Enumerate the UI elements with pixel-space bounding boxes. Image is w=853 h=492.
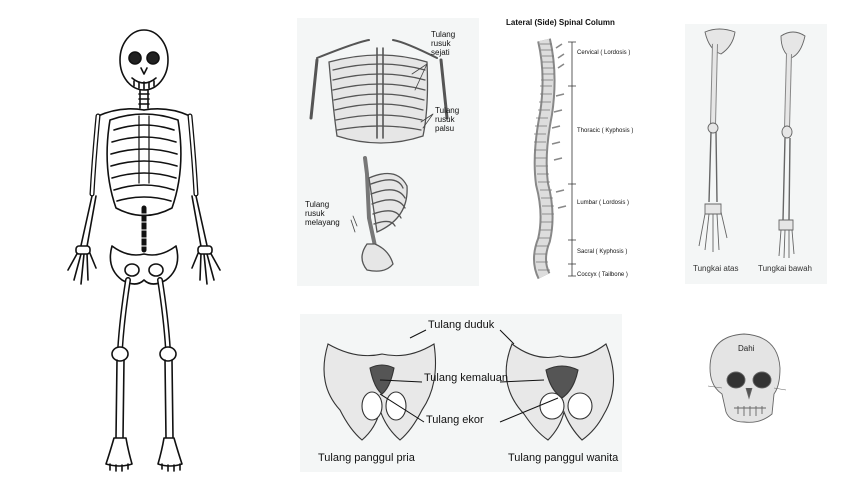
upper-limb-drawing (698, 28, 736, 252)
limbs-panel: Tungkai atas Tungkai bawah (685, 24, 827, 284)
spine-region-thoracic: Thoracic ( Kyphosis ) (577, 128, 634, 134)
true-ribs-label-line3: sejati (431, 48, 450, 57)
ischium-label: Tulang duduk (428, 319, 495, 331)
true-ribs-label-line2: rusuk (431, 39, 451, 48)
pubis-label: Tulang kemaluan (424, 372, 508, 384)
spine-drawing (533, 38, 567, 280)
pelvis-panel: Tulang duduk Tulang kemaluan Tulang ekor… (300, 314, 622, 472)
pelvis-leader-lines (379, 329, 559, 423)
male-pelvis-drawing (323, 343, 437, 441)
female-pelvis-caption: Tulang panggul wanita (508, 452, 619, 464)
floating-ribs-label-line1: Tulang (305, 200, 330, 209)
upper-limb-label: Tungkai atas (693, 264, 739, 273)
floating-ribs-label-line3: melayang (305, 218, 340, 227)
front-rib-cage-drawing (309, 39, 449, 144)
lower-limb-label: Tungkai bawah (758, 264, 812, 273)
spine-region-lumbar: Lumbar ( Lordosis ) (577, 200, 630, 206)
female-pelvis-drawing (505, 343, 615, 441)
spine-region-cervical: Cervical ( Lordosis ) (577, 50, 631, 56)
false-ribs-label-line3: palsu (435, 124, 455, 133)
false-ribs-label-line2: rusuk (435, 115, 455, 124)
rib-types-panel: Tulang rusuk sejati Tulang rusuk palsu T… (297, 18, 479, 286)
spine-title: Lateral (Side) Spinal Column (506, 18, 615, 27)
full-skeleton-illustration (40, 18, 245, 478)
male-pelvis-caption: Tulang panggul pria (318, 452, 415, 464)
skull-drawing (707, 333, 787, 423)
floating-ribs-label-line2: rusuk (305, 209, 325, 218)
spinal-column-panel: Lateral (Side) Spinal Column Cervical ( … (500, 14, 645, 290)
lower-limb-drawing (778, 31, 806, 259)
true-ribs-label-line1: Tulang (431, 30, 456, 39)
forehead-label: Dahi (738, 344, 755, 353)
spine-region-bracket (568, 41, 576, 277)
side-rib-cage-drawing (361, 156, 408, 272)
spine-region-coccyx: Coccyx ( Tailbone ) (577, 272, 628, 278)
false-ribs-label-line1: Tulang (435, 106, 460, 115)
coccyx-label: Tulang ekor (426, 414, 484, 426)
spine-region-sacral: Sacral ( Kyphosis ) (577, 249, 628, 255)
skull-panel: Dahi (700, 328, 790, 428)
